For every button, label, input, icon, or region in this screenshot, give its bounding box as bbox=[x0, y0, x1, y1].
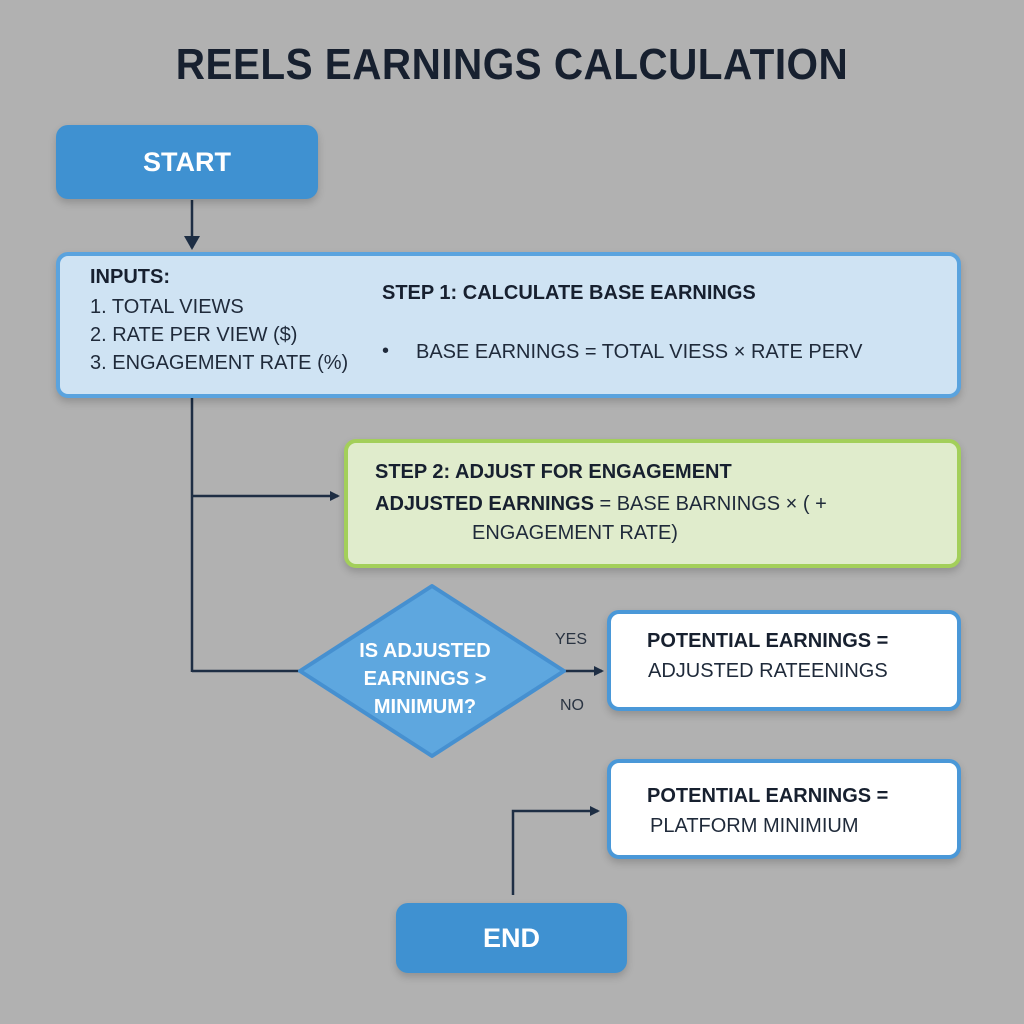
decision-text: IS ADJUSTED EARNINGS > MINIMUM? bbox=[330, 637, 520, 721]
no-label: NO bbox=[560, 697, 584, 714]
decision-line: MINIMUM? bbox=[373, 696, 477, 718]
step2-formula-term: ADJUSTED EARNINGS bbox=[375, 493, 594, 515]
step1-heading: STEP 1: CALCULATE BASE EARNINGS bbox=[382, 282, 756, 304]
step2-formula: ADJUSTED EARNINGS = BASE BARNINGS × ( + bbox=[375, 493, 827, 516]
inputs-step1-box bbox=[56, 252, 961, 398]
start-node: START bbox=[56, 125, 318, 199]
step2-box bbox=[344, 439, 961, 568]
decision-line: EARNINGS > bbox=[363, 668, 487, 690]
yes-label: YES bbox=[555, 631, 588, 648]
bullet-icon: • bbox=[382, 340, 390, 362]
decision-line: IS ADJUSTED bbox=[359, 640, 491, 662]
step1-formula: BASE EARNINGS = TOTAL VIESS × RATE PERV bbox=[416, 341, 863, 363]
input-item: 3. ENGAGEMENT RATE (%) bbox=[90, 352, 349, 374]
outcome-yes-heading: POTENTIAL EARNINGS = bbox=[647, 630, 889, 652]
step2-heading: STEP 2: ADJUST FOR ENGAGEMENT bbox=[375, 461, 732, 483]
step2-formula-rest: = BASE BARNINGS × ( + bbox=[593, 493, 827, 515]
inputs-heading: INPUTS: bbox=[90, 266, 170, 288]
outcome-yes-box bbox=[607, 610, 961, 711]
outcome-no-heading: POTENTIAL EARNINGS = bbox=[647, 785, 889, 807]
outcome-yes-value: ADJUSTED RATEENINGS bbox=[648, 660, 888, 682]
end-label: END bbox=[482, 922, 540, 953]
connector-no-to-outcome bbox=[511, 806, 600, 895]
outcome-no-box bbox=[607, 759, 961, 859]
input-item: 1. TOTAL VIEWS bbox=[90, 296, 244, 318]
start-label: START bbox=[143, 146, 231, 177]
outcome-no-value: PLATFORM MINIMIUM bbox=[650, 815, 859, 837]
decision-diamond bbox=[298, 584, 566, 758]
step2-formula-line2: ENGAGEMENT RATE) bbox=[472, 522, 678, 544]
input-item: 2. RATE PER VIEW ($) bbox=[90, 324, 298, 346]
diagram-title: REELS EARNINGS CALCULATION bbox=[175, 40, 849, 89]
end-node: END bbox=[396, 903, 627, 973]
